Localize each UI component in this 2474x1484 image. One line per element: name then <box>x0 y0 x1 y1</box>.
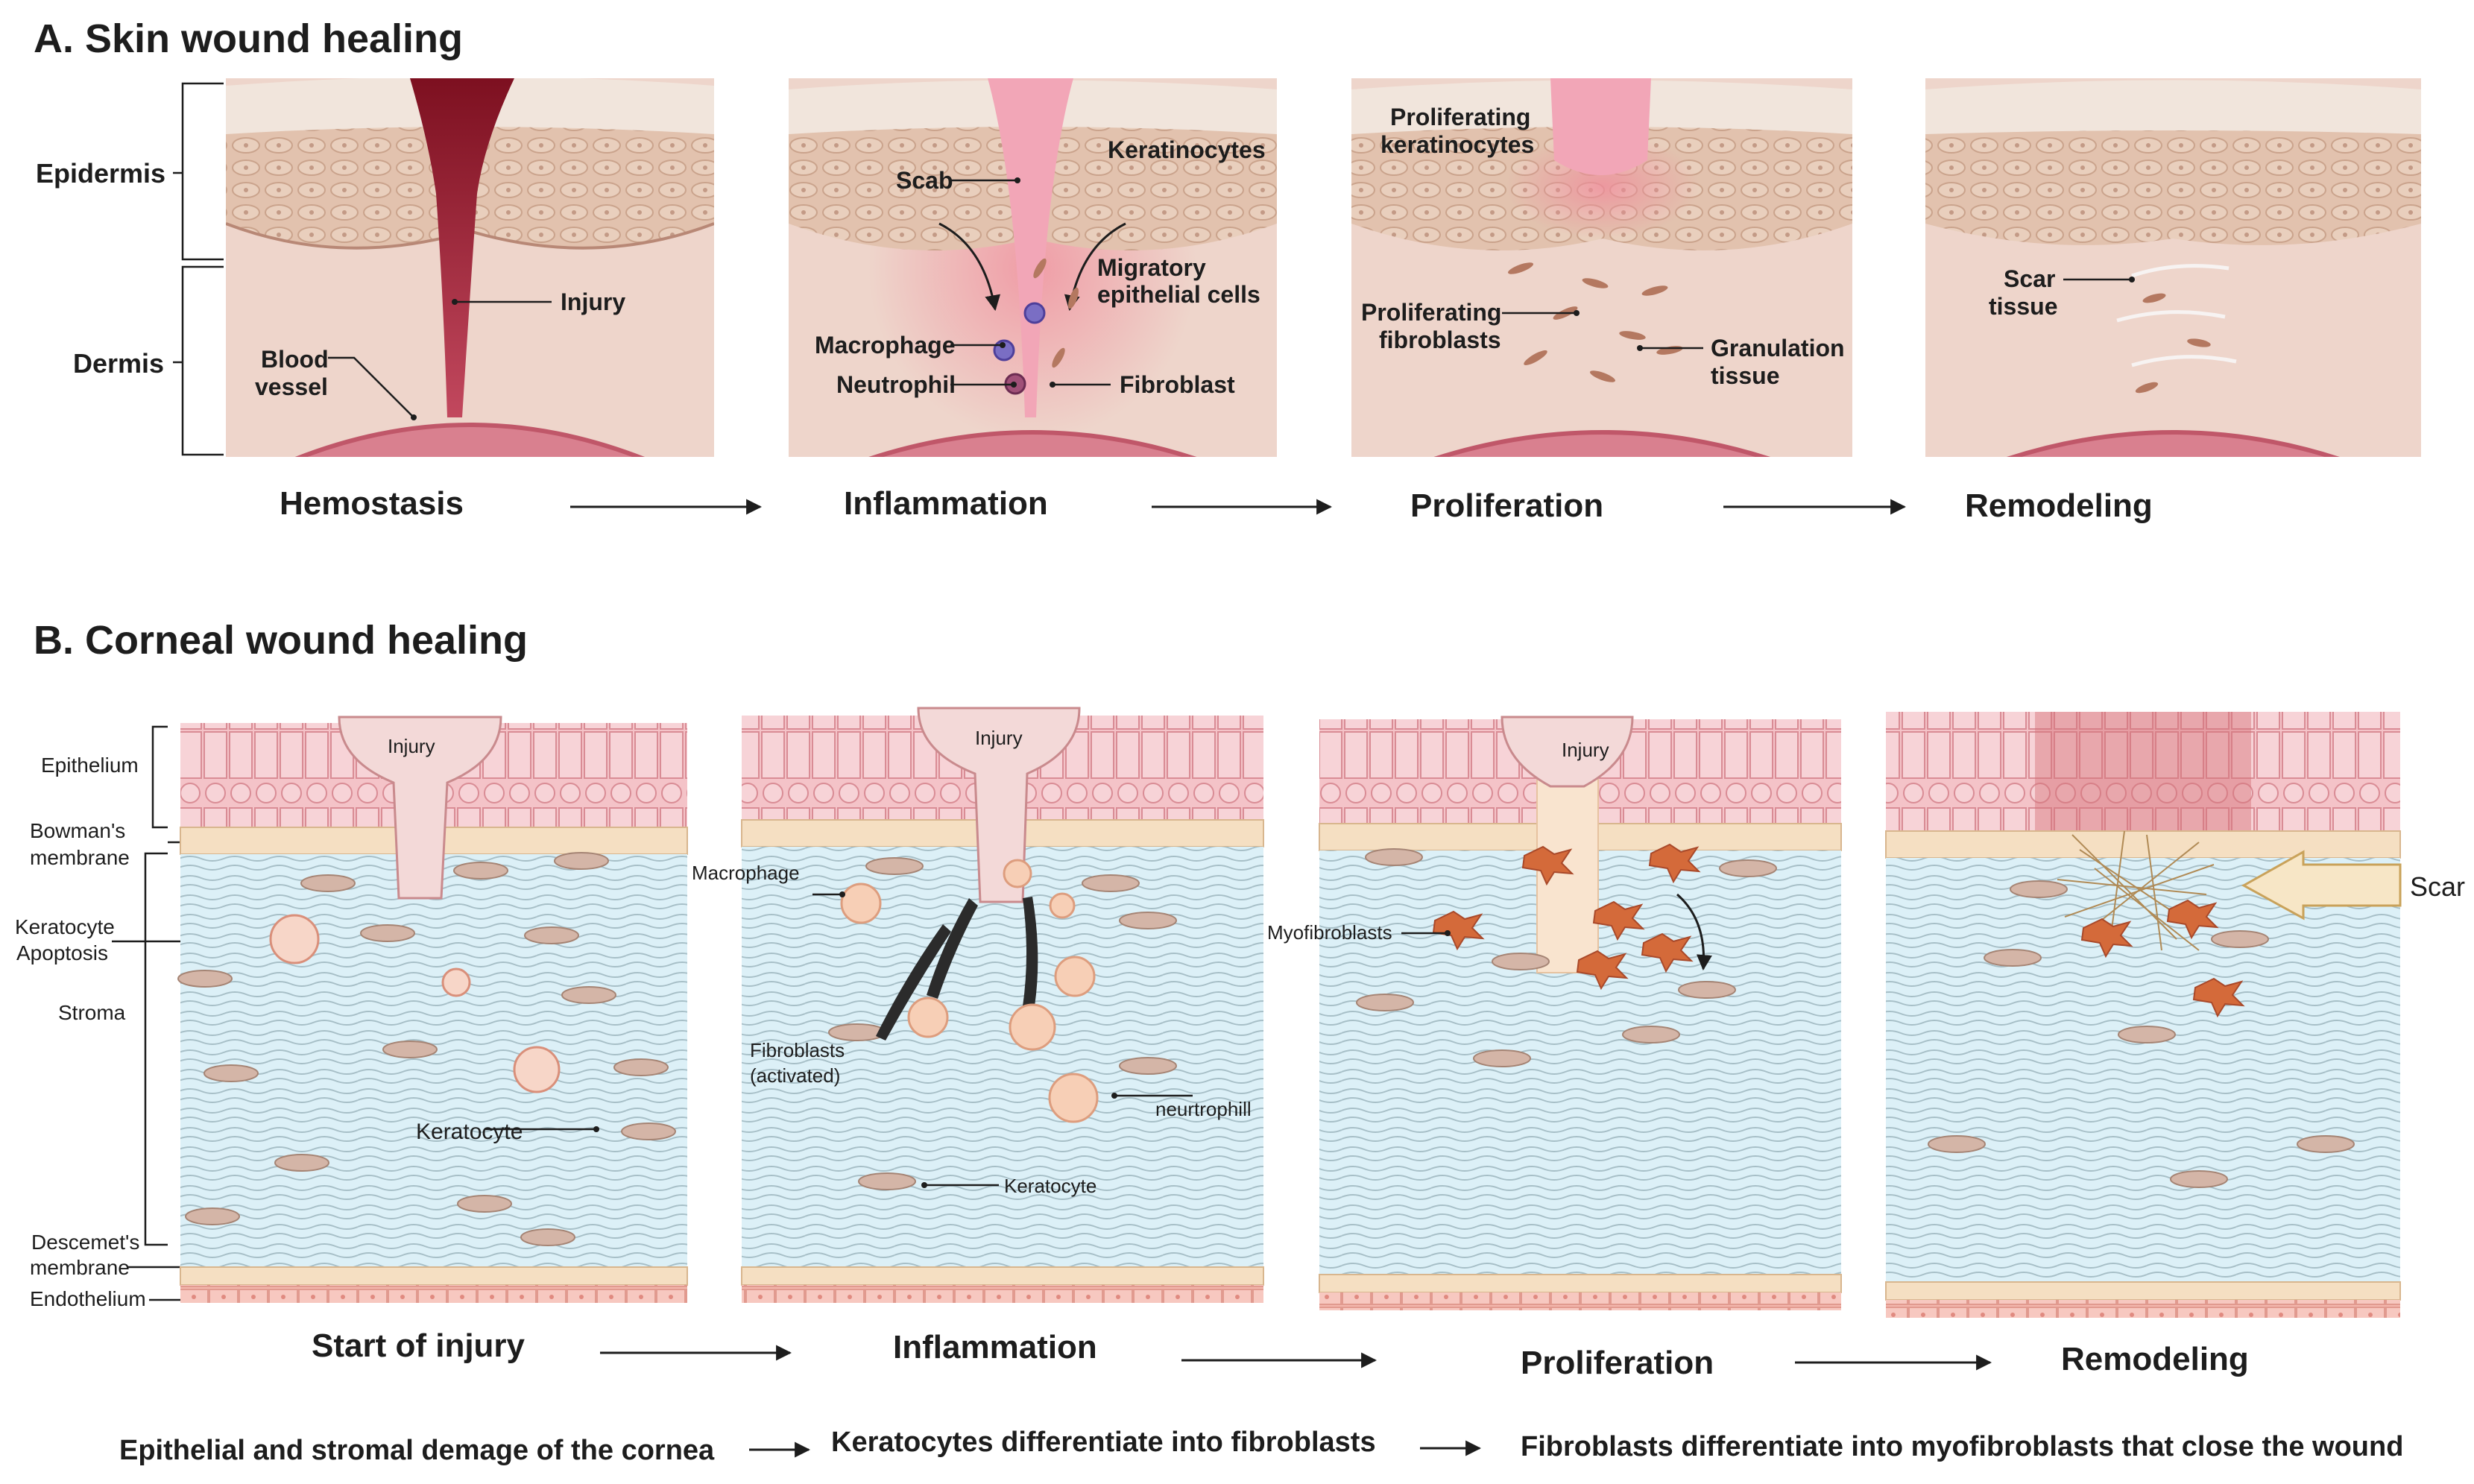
side-label-apoptosis-2: Apoptosis <box>16 941 108 964</box>
side-label-apoptosis-1: Keratocyte <box>15 915 115 938</box>
stage-a-inflammation: Inflammation <box>844 485 1048 522</box>
desc-2: Keratocytes differentiate into fibroblas… <box>831 1427 1376 1458</box>
skin-panel-remodeling <box>1925 78 2421 457</box>
label-migratory-2: epithelial cells <box>1097 281 1260 308</box>
label-scar-tissue-2: tissue <box>1989 293 2057 320</box>
side-label-bowman-2: membrane <box>30 846 130 869</box>
panel-a-leaders <box>328 177 2135 420</box>
skin-panel-hemostasis <box>226 78 714 457</box>
label-blood-vessel-2: vessel <box>255 373 328 400</box>
label-prolif-keratinocytes-1: Proliferating <box>1390 104 1530 130</box>
label-scar-tissue-1: Scar <box>2004 265 2055 292</box>
stage-a-hemostasis: Hemostasis <box>280 485 464 522</box>
stage-a-proliferation: Proliferation <box>1410 487 1603 524</box>
label-blood-vessel-1: Blood <box>261 346 329 373</box>
cornea-injury-label-2: Injury <box>975 727 1023 749</box>
label-macrophage: Macrophage <box>815 332 955 359</box>
panel-b-title: B. Corneal wound healing <box>34 618 528 663</box>
stage-b-proliferation: Proliferation <box>1521 1345 1714 1381</box>
stage-b-arrows <box>600 1345 1992 1371</box>
desc-arrows <box>749 1440 1482 1458</box>
cornea-injury-label-1: Injury <box>388 735 435 757</box>
label-prolif-keratinocytes-2: keratinocytes <box>1380 131 1534 158</box>
label-keratinocytes: Keratinocytes <box>1108 136 1266 163</box>
label-b-macrophage: Macrophage <box>692 862 800 884</box>
side-label-descemet-1: Descemet's <box>31 1231 139 1254</box>
label-migratory-1: Migratory <box>1097 254 1206 281</box>
side-label-epidermis: Epidermis <box>36 158 165 189</box>
panel-b-leaders <box>485 891 1451 1188</box>
label-granulation-2: tissue <box>1711 362 1779 389</box>
cornea-panel-remodeling <box>1885 712 2402 1318</box>
panel-a-side-bracket <box>173 82 224 456</box>
label-neutrophil: Neutrophil <box>836 371 956 398</box>
skin-panel-proliferation <box>1351 78 1852 457</box>
label-keratocyte: Keratocyte <box>416 1120 523 1144</box>
label-prolif-fibroblasts-2: fibroblasts <box>1379 326 1501 353</box>
cornea-injury-label-3: Injury <box>1562 739 1609 761</box>
label-fibroblast: Fibroblast <box>1120 371 1235 398</box>
side-label-dermis: Dermis <box>73 348 164 379</box>
skin-panel-inflammation <box>789 78 1277 457</box>
side-label-descemet-2: membrane <box>30 1256 130 1279</box>
label-injury: Injury <box>561 288 625 315</box>
side-label-endothelium: Endothelium <box>30 1287 146 1310</box>
stage-b-remodeling: Remodeling <box>2061 1341 2249 1377</box>
label-myofibroblasts: Myofibroblasts <box>1267 921 1392 944</box>
stage-a-remodeling: Remodeling <box>1965 487 2153 524</box>
label-granulation-1: Granulation <box>1711 335 1845 361</box>
side-label-epithelium: Epithelium <box>41 754 139 777</box>
desc-1: Epithelial and stromal demage of the cor… <box>119 1435 715 1466</box>
label-keratocyte-small: Keratocyte <box>1004 1175 1096 1197</box>
label-neutrophil-b: neurtrophill <box>1155 1098 1252 1120</box>
stage-b-start: Start of injury <box>312 1327 526 1364</box>
side-label-bowman-1: Bowman's <box>30 819 125 842</box>
cornea-panel-proliferation <box>1319 716 1842 1310</box>
label-prolif-fibroblasts-1: Proliferating <box>1361 299 1501 326</box>
label-scab: Scab <box>896 167 953 194</box>
label-scar: Scar <box>2410 871 2465 902</box>
desc-3: Fibroblasts differentiate into myofibrob… <box>1521 1431 2403 1462</box>
label-fibroblasts-2: (activated) <box>750 1064 840 1087</box>
cornea-panel-inflammation <box>741 707 1264 1303</box>
side-label-stroma: Stroma <box>58 1001 126 1024</box>
cornea-panel-start <box>177 716 688 1303</box>
stage-b-inflammation: Inflammation <box>893 1329 1097 1365</box>
label-fibroblasts-1: Fibroblasts <box>750 1039 845 1061</box>
panel-a-title: A. Skin wound healing <box>34 16 463 61</box>
